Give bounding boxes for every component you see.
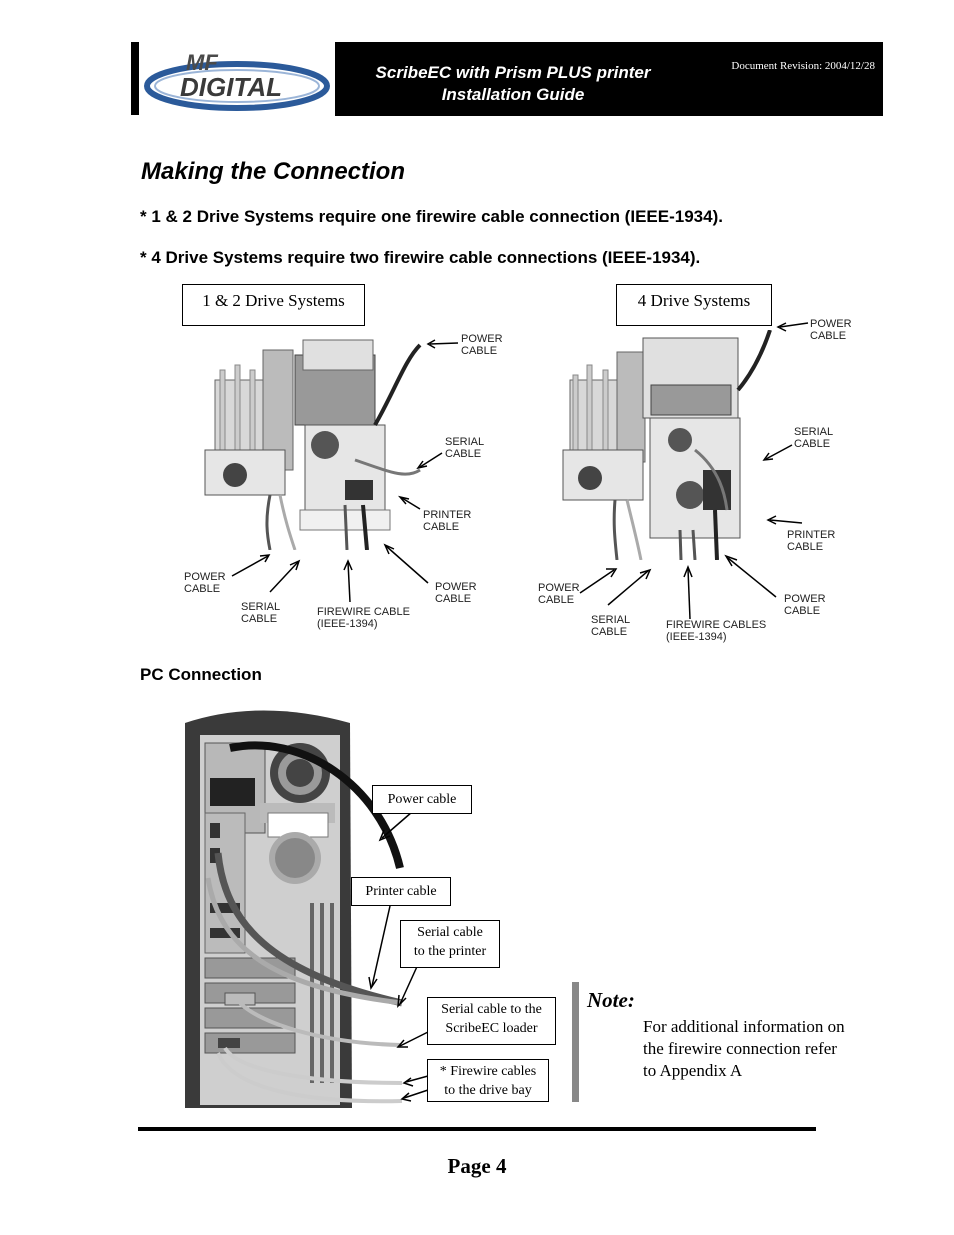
right-callout-firewire: FIREWIRE CABLES(IEEE-1394) — [666, 619, 766, 643]
section-title: Making the Connection — [141, 158, 405, 185]
callout-line: CABLE — [794, 438, 831, 450]
label-power-cable: Power cable — [372, 785, 472, 814]
label-line: Serial cable to the — [441, 1002, 542, 1017]
callout-line: CABLE — [184, 583, 221, 595]
callout-line: POWER — [784, 593, 826, 605]
diagram-left-arrows — [231, 339, 459, 603]
diagram-right-arrows — [579, 322, 809, 620]
callout-line: SERIAL — [241, 601, 281, 613]
callout-line: SERIAL — [794, 426, 834, 438]
requirement-1: * 1 & 2 Drive Systems require one firewi… — [140, 207, 723, 226]
callout-line: FIREWIRE CABLE — [317, 606, 410, 618]
title-line-1: ScribeEC with Prism PLUS printer — [375, 63, 651, 82]
title-line-2: Installation Guide — [441, 85, 585, 104]
logo-text-bottom: DIGITAL — [180, 72, 282, 102]
label-line: to the drive bay — [444, 1083, 532, 1098]
label-printer-cable: Printer cable — [351, 877, 451, 906]
document-title: ScribeEC with Prism PLUS printer Install… — [335, 62, 691, 106]
callout-line: POWER — [184, 571, 226, 583]
label-serial-cable-printer: Serial cable to the printer — [400, 920, 500, 968]
label-line: ScribeEC loader — [445, 1021, 538, 1036]
label-4-drive-systems: 4 Drive Systems — [616, 284, 772, 326]
left-callout-firewire: FIREWIRE CABLE(IEEE-1394) — [317, 606, 410, 630]
callout-line: POWER — [461, 333, 503, 345]
label-text: 1 & 2 Drive Systems — [202, 291, 345, 310]
callout-line: CABLE — [445, 448, 482, 460]
header-banner: ScribeEC with Prism PLUS printer Install… — [335, 42, 883, 116]
logo-text-top: MF — [186, 50, 218, 75]
callout-line: POWER — [435, 581, 477, 593]
note-accent-bar — [572, 982, 579, 1102]
photo-1-2-drive-system — [204, 339, 422, 550]
header-accent-bar — [131, 42, 139, 115]
label-line: Serial cable — [417, 925, 483, 940]
callout-line: CABLE — [538, 594, 575, 606]
callout-line: POWER — [538, 582, 580, 594]
label-firewire-cables: * Firewire cables to the drive bay — [427, 1059, 549, 1102]
note-title: Note: — [587, 988, 635, 1012]
callout-line: SERIAL — [445, 436, 485, 448]
photo-4-drive-system — [562, 330, 772, 560]
callout-line: (IEEE-1394) — [666, 631, 727, 643]
pc-connection-heading: PC Connection — [140, 665, 262, 684]
label-text: Power cable — [387, 792, 457, 807]
label-line: * Firewire cables — [439, 1064, 537, 1079]
callout-line: CABLE — [435, 593, 472, 605]
callout-line: CABLE — [784, 605, 821, 617]
pc-rear-photo — [185, 710, 404, 1108]
document-revision: Document Revision: 2004/12/28 — [731, 60, 875, 72]
label-text: Printer cable — [365, 884, 437, 899]
mf-digital-logo: MF DIGITAL — [144, 50, 330, 111]
callout-line: CABLE — [241, 613, 278, 625]
callout-line: PRINTER — [787, 529, 836, 541]
note-text: For additional information on the firewi… — [643, 1017, 845, 1080]
callout-line: CABLE — [787, 541, 824, 553]
page-number: Page 4 — [447, 1154, 507, 1178]
footer-rule — [138, 1127, 816, 1131]
label-1-2-drive-systems: 1 & 2 Drive Systems — [182, 284, 365, 326]
callout-line: PRINTER — [423, 509, 472, 521]
callout-line: SERIAL — [591, 614, 631, 626]
callout-line: CABLE — [591, 626, 628, 638]
callout-line: CABLE — [810, 330, 847, 342]
label-text: 4 Drive Systems — [637, 291, 751, 310]
requirement-2: * 4 Drive Systems require two firewire c… — [140, 248, 701, 267]
callout-line: FIREWIRE CABLES — [666, 619, 767, 631]
callout-line: CABLE — [461, 345, 498, 357]
callout-line: CABLE — [423, 521, 460, 533]
callout-line: POWER — [810, 318, 852, 330]
callout-line: (IEEE-1394) — [317, 618, 378, 630]
label-line: to the printer — [413, 944, 487, 959]
